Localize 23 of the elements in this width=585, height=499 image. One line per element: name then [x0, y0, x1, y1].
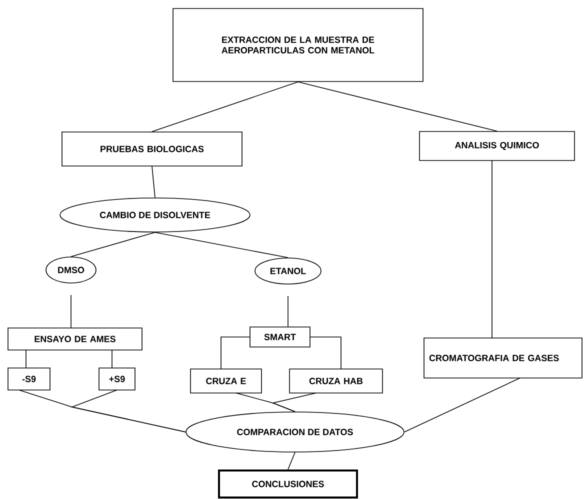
end-box: CONCLUSIONES — [218, 470, 358, 498]
connector-line — [70, 232, 156, 257]
process-box: +S9 — [98, 368, 136, 390]
process-box: SMART — [250, 326, 310, 348]
connector-line — [70, 390, 186, 432]
process-box: EXTRACCION DE LA MUESTRA DE AEROPARTICULAS CON METANOL — [172, 8, 424, 82]
process-box: CRUZA E — [190, 368, 262, 394]
process-box: ANALISIS QUIMICO — [419, 131, 575, 161]
connector-line — [298, 82, 498, 132]
process-box: CROMATOGRAFIA DE GASES — [424, 338, 582, 378]
process-box: CRUZA HAB — [289, 368, 383, 394]
connector-line — [152, 82, 298, 132]
connector-line — [220, 336, 250, 370]
connector-line — [70, 294, 72, 328]
connector-line — [152, 166, 156, 198]
connector-line — [272, 392, 316, 412]
connector-line — [288, 452, 296, 470]
connector-line — [404, 378, 520, 432]
process-box: -S9 — [8, 368, 50, 390]
connector-line — [310, 336, 342, 370]
process-box: ENSAYO DE AMES — [8, 328, 142, 350]
process-box: PRUEBAS BIOLOGICAS — [62, 132, 242, 166]
connector-line — [154, 232, 288, 258]
